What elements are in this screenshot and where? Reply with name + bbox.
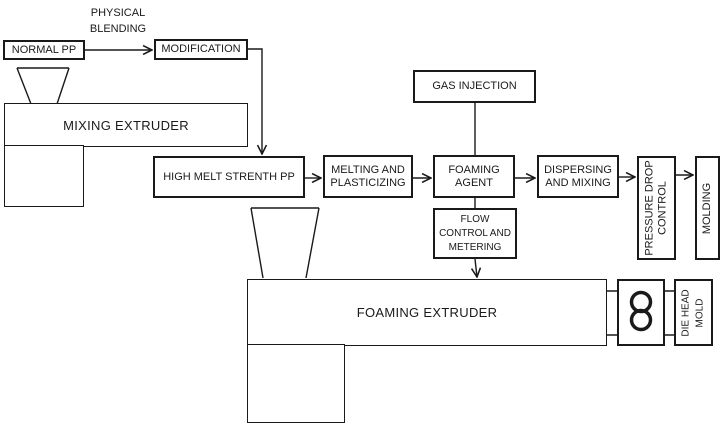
gas-injection-label: GAS INJECTION [432, 80, 517, 92]
gas-injection-box: GAS INJECTION [413, 70, 536, 103]
normal-pp-box: NORMAL PP [3, 40, 85, 60]
molding-label: MOLDING [701, 182, 713, 234]
molding-box: MOLDING [695, 156, 720, 260]
pressure-drop-control-box: PRESSURE DROP CONTROL [637, 156, 676, 260]
dispersing-mixing-box: DISPERSING AND MIXING [537, 155, 619, 198]
melting-plasticizing-box: MELTING AND PLASTICIZING [323, 155, 413, 198]
foaming-extruder-pedestal [247, 344, 345, 423]
modification-box: MODIFICATION [154, 39, 248, 60]
twin-screw-die-box [617, 279, 665, 346]
die-head-mold-label: DIE HEAD MOLD [680, 288, 706, 337]
hopper-funnel-icon [16, 67, 70, 105]
mixing-extruder-label: MIXING EXTRUDER [63, 117, 189, 133]
arrow-flowcontrol-to-extruder [475, 258, 477, 277]
high-melt-strength-pp-box: HIGH MELT STRENTH PP [153, 156, 305, 198]
foaming-extruder-label: FOAMING EXTRUDER [356, 305, 498, 320]
twin-circle-eight-icon [629, 290, 653, 332]
mixing-extruder-box: MIXING EXTRUDER [4, 103, 248, 147]
foaming-agent-box: FOAMING AGENT [433, 155, 515, 198]
high-melt-strength-pp-label: HIGH MELT STRENTH PP [163, 170, 295, 183]
normal-pp-label: NORMAL PP [11, 43, 77, 56]
mixing-extruder-pedestal [4, 145, 84, 207]
die-head-mold-box: DIE HEAD MOLD [674, 279, 713, 346]
flow-control-metering-box: FLOW CONTROL AND METERING [433, 208, 517, 259]
die-connector-lines [607, 290, 674, 336]
modification-label: MODIFICATION [161, 43, 241, 55]
foaming-extruder-box: FOAMING EXTRUDER [247, 279, 607, 346]
pressure-drop-control-label: PRESSURE DROP CONTROL [643, 160, 669, 256]
arrow-modification-to-highmelt [248, 48, 262, 154]
physical-blending-label: PHYSICAL BLENDING [89, 7, 147, 35]
hopper-funnel-icon [250, 207, 320, 279]
